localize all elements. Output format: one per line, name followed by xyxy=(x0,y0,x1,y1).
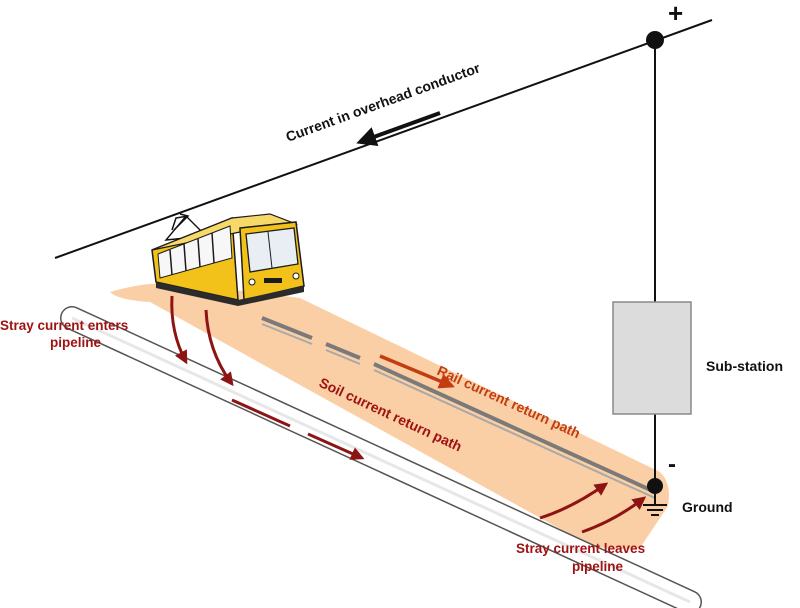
tram-icon xyxy=(151,213,305,306)
minus-sign: - xyxy=(668,451,676,478)
overhead-current-arrow xyxy=(356,111,441,146)
rail-track xyxy=(261,316,656,499)
plus-sign: + xyxy=(668,0,683,28)
soil-band xyxy=(110,283,669,549)
positive-node xyxy=(646,31,664,49)
stray-leaves-label-line1: Stray current leaves xyxy=(516,541,645,556)
stray-leave-arrow-1 xyxy=(539,482,609,520)
ground-symbol-icon xyxy=(643,494,667,516)
stray-enter-arrow-1 xyxy=(170,295,188,365)
stray-enters-label-line2: pipeline xyxy=(50,335,101,350)
pipeline-current-arrow-2 xyxy=(307,432,365,460)
overhead-conductor xyxy=(54,19,713,259)
stray-enter-arrow-2 xyxy=(204,309,234,387)
stray-leave-arrow-2 xyxy=(581,496,647,534)
stray-leaves-label-line2: pipeline xyxy=(572,559,623,574)
rail-current-arrow xyxy=(379,354,455,389)
negative-node xyxy=(647,478,663,494)
pipeline xyxy=(60,306,702,608)
pipeline-current-arrow-1 xyxy=(231,398,291,428)
substation-box xyxy=(612,301,692,415)
ground-label: Ground xyxy=(682,499,733,515)
stray-enters-label-line1: Stray current enters xyxy=(0,318,128,333)
substation-label: Sub-station xyxy=(706,358,783,374)
